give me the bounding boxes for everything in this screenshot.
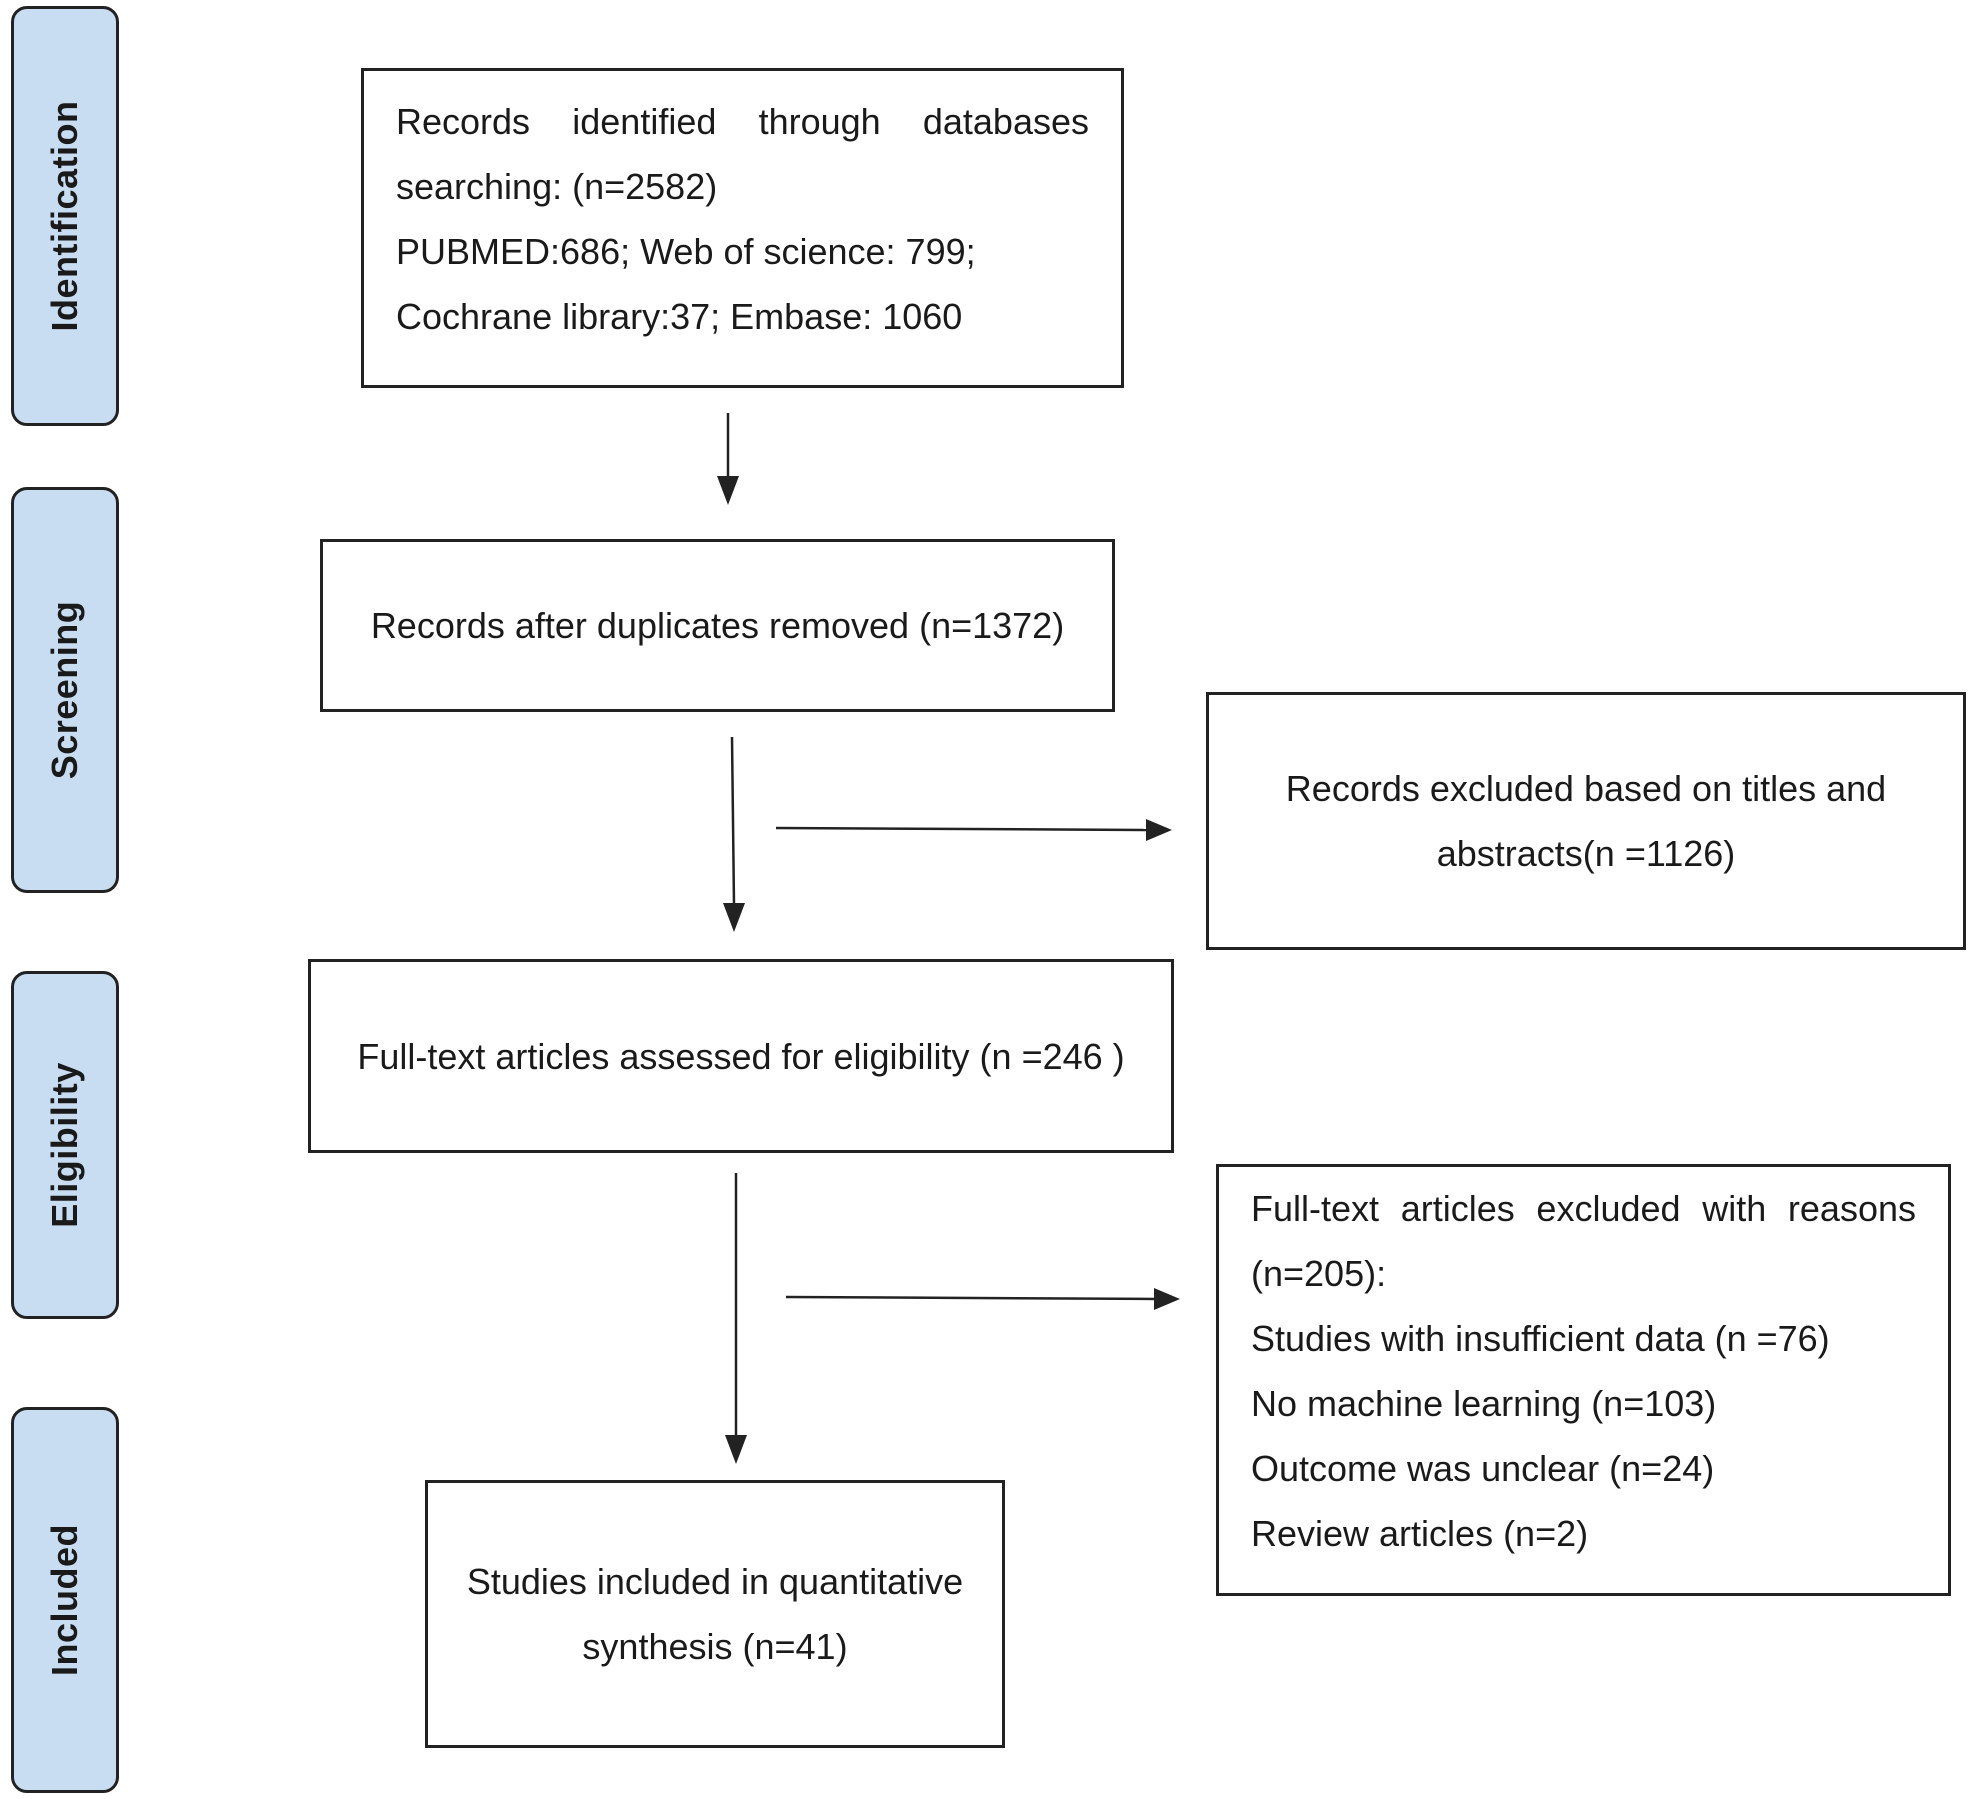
arrow-down-3 — [725, 1173, 747, 1464]
stage-identification: Identification — [11, 6, 119, 426]
stage-included: Included — [11, 1407, 119, 1793]
studies-included-line-1: Studies included in quantitative — [466, 1561, 964, 1602]
stage-screening: Screening — [11, 487, 119, 893]
arrow-right-2 — [785, 1288, 1180, 1310]
full-text-assessed-box: Full-text articles assessed for eligibil… — [308, 959, 1174, 1153]
records-after-duplicates-line-1: Records after duplicates removed (n=1372… — [370, 605, 1065, 646]
records-excluded-titles-line-1: Records excluded based on titles and — [1285, 768, 1887, 809]
records-after-duplicates-box: Records after duplicates removed (n=1372… — [320, 539, 1115, 712]
records-identified-box: Records identified through databases sea… — [361, 68, 1124, 388]
studies-included-box: Studies included in quantitative synthes… — [425, 1480, 1005, 1748]
full-text-excluded-line-1: Full-text articles excluded with reasons — [1251, 1188, 1916, 1229]
records-identified-line-3: PUBMED:686; Web of science: 799; — [396, 231, 976, 272]
records-excluded-titles-line-2: abstracts(n =1126) — [1436, 833, 1736, 874]
records-identified-line-1: Records identified through databases — [396, 101, 1089, 142]
arrow-down-1 — [717, 413, 739, 505]
full-text-excluded-line-5: Outcome was unclear (n=24) — [1251, 1448, 1715, 1489]
arrow-down-2 — [723, 736, 745, 932]
full-text-assessed-line-1: Full-text articles assessed for eligibil… — [357, 1035, 1125, 1077]
records-identified-line-2: searching: (n=2582) — [396, 166, 718, 207]
full-text-excluded-line-2: (n=205): — [1251, 1253, 1387, 1294]
full-text-excluded-line-3: Studies with insufficient data (n =76) — [1251, 1318, 1830, 1359]
records-identified-line-4: Cochrane library:37; Embase: 1060 — [396, 296, 963, 337]
full-text-excluded-line-4: No machine learning (n=103) — [1251, 1383, 1717, 1424]
full-text-excluded-line-6: Review articles (n=2) — [1251, 1513, 1589, 1554]
records-excluded-titles-box: Records excluded based on titles and abs… — [1206, 692, 1966, 950]
full-text-excluded-box: Full-text articles excluded with reasons… — [1216, 1164, 1951, 1596]
stage-eligibility: Eligibility — [11, 971, 119, 1319]
arrow-right-1 — [775, 819, 1172, 841]
studies-included-line-2: synthesis (n=41) — [582, 1626, 848, 1667]
